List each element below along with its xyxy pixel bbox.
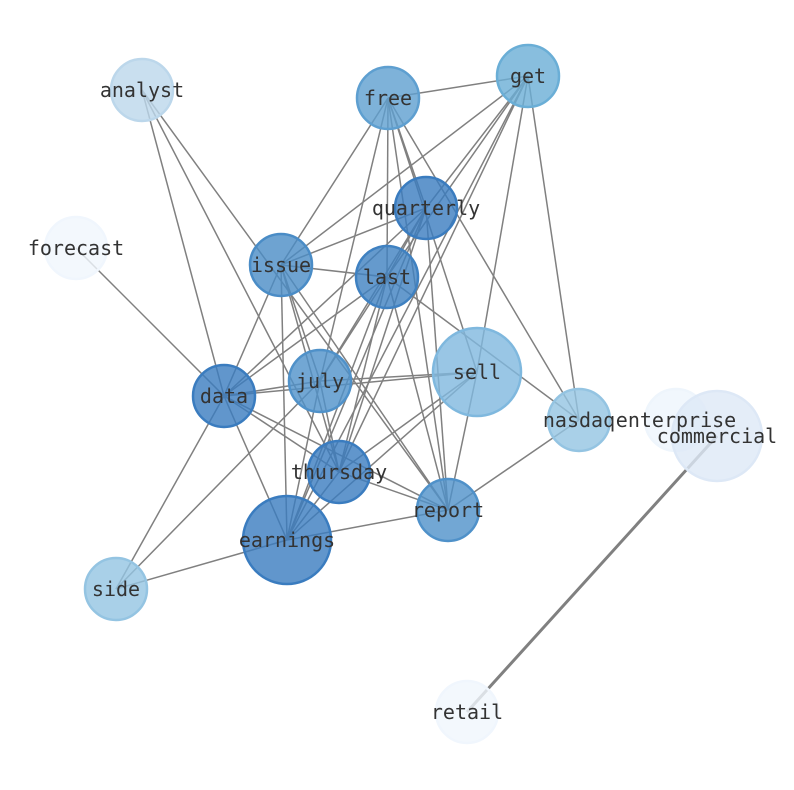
- node-label: retail: [431, 700, 503, 724]
- node-thursday[interactable]: [306, 439, 372, 505]
- labels-layer: analyst free get quarterly forecast issue last…: [28, 64, 777, 724]
- edge-forecast-data: [75, 247, 225, 397]
- node-label: forecast: [28, 236, 124, 260]
- edge-get-sell: [476, 75, 529, 373]
- heavy-edge-commercial-retail: [465, 434, 719, 714]
- node-label: last: [363, 265, 411, 289]
- edge-get-thursday: [338, 75, 529, 473]
- node-issue[interactable]: [248, 232, 314, 298]
- node-label: nasdaq: [543, 408, 615, 432]
- node-label: report: [412, 498, 484, 522]
- edge-last-thursday: [338, 276, 388, 473]
- edge-quarterly-thursday: [338, 207, 427, 473]
- edge-free-july: [319, 97, 389, 382]
- edge-issue-report: [280, 264, 449, 511]
- node-forecast[interactable]: [43, 215, 109, 281]
- edge-analyst-data: [141, 89, 225, 397]
- nodes-layer: [43, 43, 764, 745]
- node-label: july: [296, 369, 344, 393]
- node-last[interactable]: [354, 244, 420, 310]
- edge-last-earnings: [286, 276, 388, 541]
- node-analyst[interactable]: [109, 57, 175, 123]
- node-label: earnings: [239, 528, 335, 552]
- node-label: issue: [251, 253, 311, 277]
- edge-get-issue: [280, 75, 529, 266]
- edge-issue-earnings: [280, 264, 288, 541]
- node-earnings[interactable]: [241, 494, 333, 586]
- edge-free-report: [387, 97, 449, 511]
- node-label: quarterly: [372, 196, 480, 220]
- edges-layer: [75, 75, 719, 714]
- edge-quarterly-data: [223, 207, 427, 397]
- node-nasdaq[interactable]: [546, 387, 612, 453]
- node-side[interactable]: [83, 556, 149, 622]
- node-label: sell: [453, 360, 501, 384]
- edge-free-nasdaq: [387, 97, 580, 421]
- edge-get-nasdaq: [527, 75, 580, 421]
- node-quarterly[interactable]: [393, 175, 459, 241]
- node-report[interactable]: [415, 477, 481, 543]
- node-get[interactable]: [495, 43, 561, 109]
- edge-analyst-report: [141, 89, 449, 511]
- edge-free-issue: [280, 97, 389, 266]
- edge-last-report: [386, 276, 449, 511]
- node-commercial[interactable]: [670, 389, 764, 483]
- node-label: thursday: [291, 460, 387, 484]
- node-sell[interactable]: [431, 326, 523, 418]
- node-label: free: [364, 86, 412, 110]
- node-july[interactable]: [287, 348, 353, 414]
- node-label: data: [200, 384, 248, 408]
- edge-data-side: [115, 395, 225, 590]
- node-label: commercial: [657, 424, 777, 448]
- edge-july-side: [115, 380, 321, 590]
- node-data[interactable]: [191, 363, 257, 429]
- node-label: get: [510, 64, 546, 88]
- node-label: enterprise: [616, 408, 736, 432]
- node-retail[interactable]: [434, 679, 500, 745]
- node-free[interactable]: [355, 65, 421, 131]
- node-label: side: [92, 577, 140, 601]
- node-label: analyst: [100, 78, 184, 102]
